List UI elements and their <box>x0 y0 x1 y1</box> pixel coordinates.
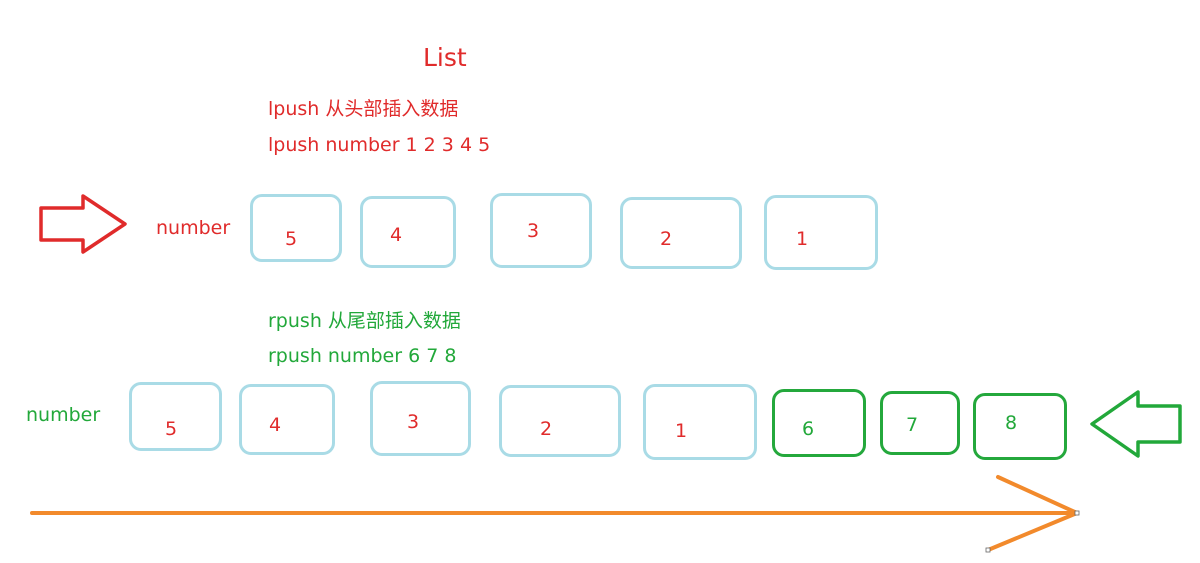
rpush-list-item: 3 <box>370 381 471 456</box>
lpush-item-value: 5 <box>285 228 298 250</box>
lpush-list-item: 5 <box>250 194 342 262</box>
rpush-item-value: 1 <box>675 420 688 442</box>
rpush-description: rpush 从尾部插入数据 <box>268 310 461 332</box>
lpush-list-item: 1 <box>764 195 878 270</box>
rpush-item-value: 2 <box>540 418 553 440</box>
rpush-item-value: 4 <box>269 414 282 436</box>
rpush-item-value: 5 <box>165 418 178 440</box>
lpush-item-value: 2 <box>660 228 673 250</box>
lpush-item-value: 4 <box>390 224 403 246</box>
rpush-list-item: 4 <box>239 384 335 455</box>
rpush-list-item: 5 <box>129 382 222 451</box>
lpush-item-value: 1 <box>796 228 809 250</box>
lpush-list-item: 4 <box>360 196 456 268</box>
orange-direction-arrow-icon <box>30 475 1080 553</box>
lpush-command: lpush number 1 2 3 4 5 <box>268 134 491 156</box>
rpush-new-item-value: 7 <box>906 414 919 436</box>
rpush-new-item-value: 6 <box>802 418 815 440</box>
rpush-key-label: number <box>26 404 101 426</box>
lpush-description: lpush 从头部插入数据 <box>268 98 459 120</box>
lpush-item-value: 3 <box>527 220 540 242</box>
rpush-new-item: 7 <box>880 391 960 455</box>
rpush-new-item: 6 <box>772 389 866 457</box>
diagram-title: List <box>423 43 467 72</box>
green-left-arrow-icon <box>1090 390 1182 458</box>
lpush-list-item: 3 <box>490 193 592 268</box>
rpush-new-item-value: 8 <box>1005 412 1018 434</box>
rpush-list-item: 2 <box>499 385 621 457</box>
red-right-arrow-icon <box>39 194 127 254</box>
rpush-item-value: 3 <box>407 411 420 433</box>
lpush-key-label: number <box>156 217 231 239</box>
rpush-command: rpush number 6 7 8 <box>268 345 457 367</box>
rpush-new-item: 8 <box>973 393 1067 460</box>
rpush-list-item: 1 <box>643 384 757 460</box>
lpush-list-item: 2 <box>620 197 742 269</box>
